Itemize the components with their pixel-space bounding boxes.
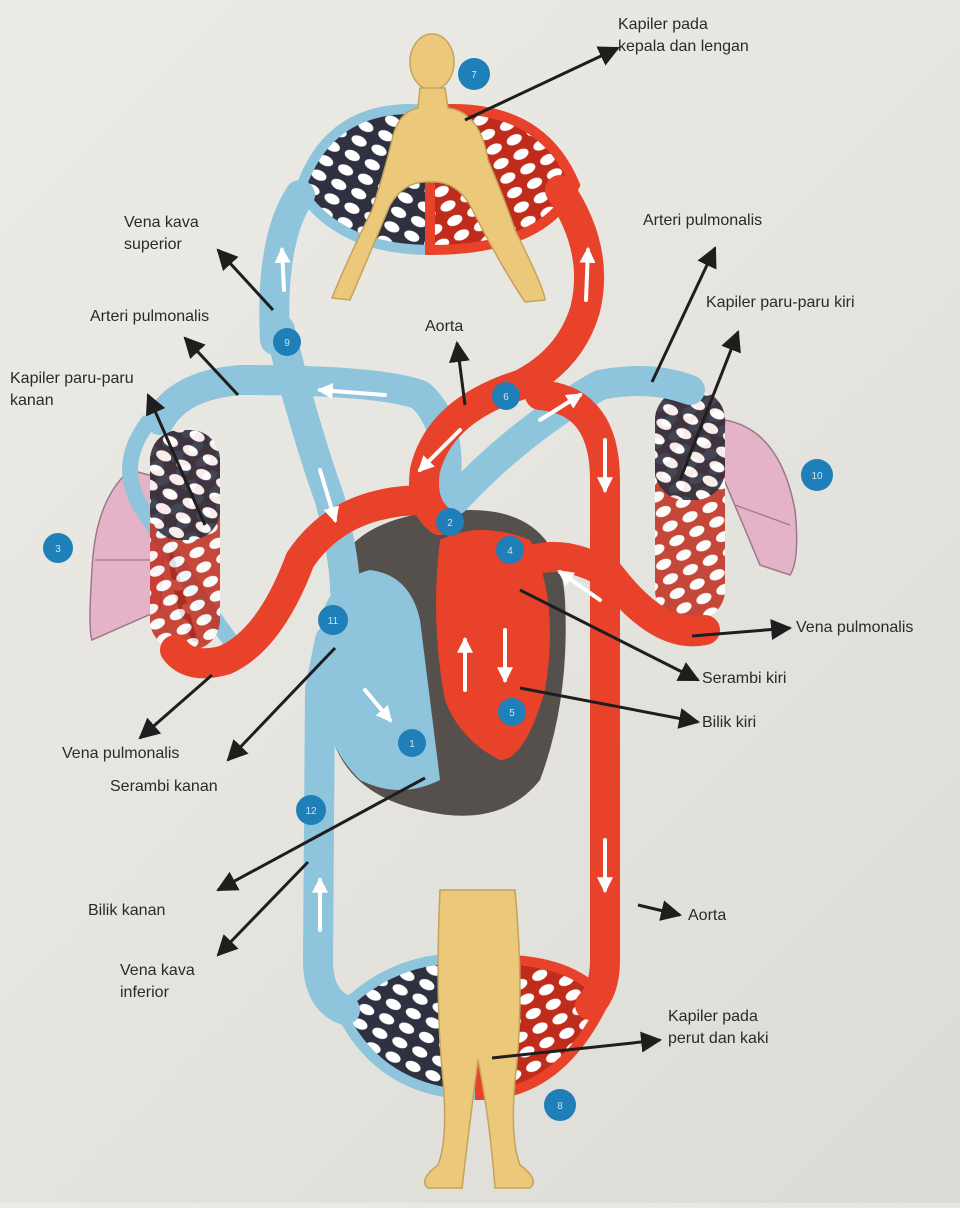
marker-9: 9 [273,328,301,356]
svg-text:3: 3 [55,544,61,555]
right-lung [90,420,230,650]
label-aorta-top: Aorta [425,316,463,338]
marker-12: 12 [296,795,326,825]
label-bilik-kanan: Bilik kanan [88,900,165,922]
svg-text:8: 8 [557,1101,563,1112]
marker-7: 7 [458,58,490,90]
label-vena-pulmonalis-right: Vena pulmonalis [796,617,913,639]
marker-8: 8 [544,1089,576,1121]
marker-1: 1 [398,729,426,757]
svg-text:10: 10 [811,471,823,482]
svg-text:11: 11 [328,616,339,627]
label-kapiler-perut: Kapiler pada perut dan kaki [668,1006,769,1050]
label-bilik-kiri: Bilik kiri [702,712,756,734]
marker-3a: 3 [43,533,73,563]
lower-body-figure [425,890,534,1188]
label-kapiler-paru-kanan: Kapiler paru-paru kanan [10,368,134,412]
label-vena-pulmonalis-left: Vena pulmonalis [62,743,179,765]
svg-text:2: 2 [447,518,453,529]
svg-text:5: 5 [509,708,515,719]
label-vena-kava-superior: Vena kava superior [124,212,199,256]
marker-2: 2 [436,508,464,536]
label-serambi-kanan: Serambi kanan [110,776,218,798]
left-lung [655,390,797,620]
marker-11: 11 [318,605,348,635]
label-vena-kava-inferior: Vena kava inferior [120,960,195,1004]
label-arteri-pulmonalis-right: Arteri pulmonalis [643,210,762,232]
label-kapiler-paru-kiri: Kapiler paru-paru kiri [706,292,855,314]
svg-text:6: 6 [503,392,509,403]
svg-text:1: 1 [409,739,415,750]
marker-6: 6 [492,382,520,410]
label-aorta-bottom: Aorta [688,905,726,927]
svg-text:12: 12 [305,806,317,817]
label-kapiler-kepala: Kapiler pada kepala dan lengan [618,14,749,58]
marker-4: 4 [496,536,524,564]
label-serambi-kiri: Serambi kiri [702,668,786,690]
svg-text:7: 7 [471,70,477,81]
marker-5: 5 [498,698,526,726]
label-arteri-pulmonalis-left: Arteri pulmonalis [90,306,209,328]
svg-text:9: 9 [284,338,290,349]
marker-10: 10 [801,459,833,491]
svg-text:4: 4 [507,546,513,557]
